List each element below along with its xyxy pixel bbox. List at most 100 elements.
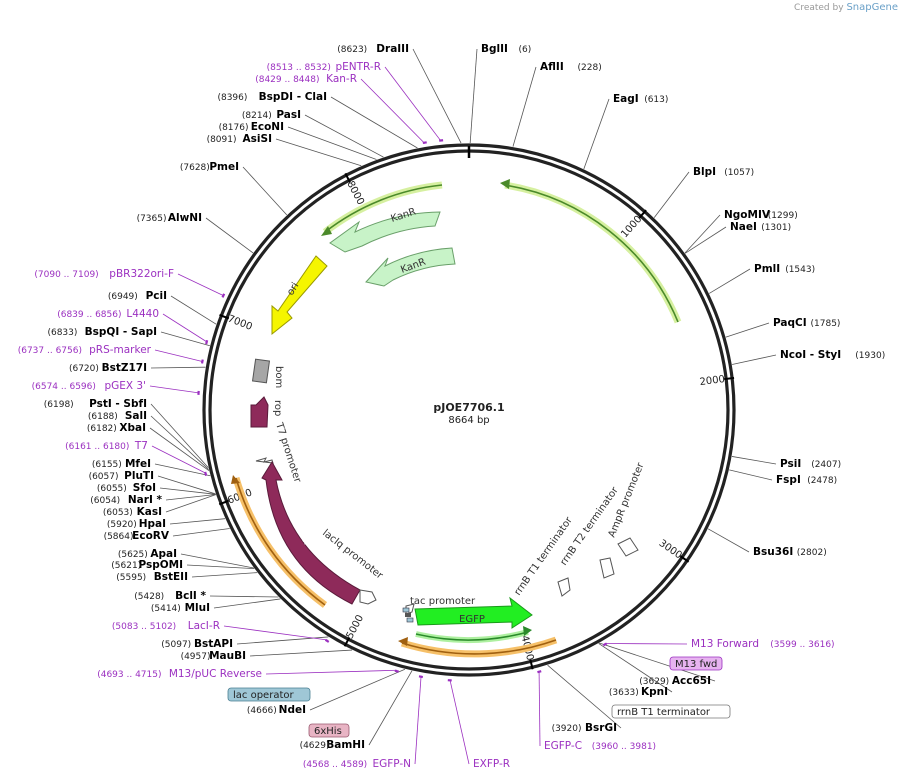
- egfp-label: EGFP: [459, 614, 485, 625]
- enzyme-site-ndei[interactable]: NdeI(4666): [247, 704, 306, 716]
- enzyme-site-pasi[interactable]: PasI(8214): [242, 109, 301, 121]
- laciq-promoter-feature[interactable]: [359, 589, 377, 605]
- enzyme-name: EcoRV: [132, 530, 170, 542]
- enzyme-site-aflii[interactable]: AflII(228): [540, 61, 602, 73]
- enzyme-name: HpaI: [139, 518, 166, 530]
- tick-mark: [218, 499, 229, 506]
- t7-promoter-feature[interactable]: [255, 457, 274, 464]
- label-leaders: [149, 48, 777, 765]
- plasmid-length: 8664 bp: [448, 415, 489, 426]
- primer-binding-mark: [537, 670, 542, 674]
- primer-pentr-r[interactable]: pENTR-R(8513 .. 8532): [267, 61, 381, 73]
- primer-laci-r[interactable]: LacI-R(5083 .. 5102): [112, 620, 220, 632]
- enzyme-site-xbai[interactable]: XbaI(6182): [87, 422, 146, 434]
- enzyme-position: (3920): [552, 724, 582, 734]
- primer-binding-mark: [394, 669, 399, 673]
- enzyme-site-mlui[interactable]: MluI(5414): [151, 602, 210, 614]
- enzyme-site-draiii[interactable]: DraIII(8623): [337, 43, 409, 55]
- enzyme-name: MauBI: [209, 650, 246, 662]
- primer-range: (7090 .. 7109): [34, 270, 98, 280]
- rop-feature[interactable]: [250, 396, 269, 428]
- boxed-label-m13-fwd[interactable]: M13 fwd: [669, 656, 723, 671]
- enzyme-site-asisi[interactable]: AsiSI(8091): [207, 133, 272, 145]
- enzyme-position: (3633): [609, 688, 639, 698]
- enzyme-site-pmli[interactable]: PmlI(1543): [754, 263, 815, 275]
- primer-binding-mark: [324, 638, 330, 643]
- enzyme-position: (6833): [47, 328, 77, 338]
- enzyme-site-econi[interactable]: EcoNI(8176): [219, 121, 284, 133]
- enzyme-site-bspqi-sapi[interactable]: BspQI - SapI(6833): [47, 326, 157, 338]
- primer-pbr322ori-f[interactable]: pBR322ori-F(7090 .. 7109): [34, 268, 174, 280]
- enzyme-site-maubi[interactable]: MauBI(4957): [181, 650, 246, 662]
- primer-m13-puc-reverse[interactable]: M13/pUC Reverse(4693 .. 4715): [97, 668, 262, 680]
- enzyme-site-psti-sbfi[interactable]: PstI - SbfI(6198): [44, 398, 147, 410]
- kanr-arc-arrowhead: [321, 226, 332, 236]
- enzyme-name: EcoNI: [251, 121, 284, 133]
- enzyme-site-psii[interactable]: PsiI(2407): [780, 458, 841, 470]
- boxed-label-lac-operator[interactable]: lac operator: [227, 687, 311, 702]
- primer-m13-forward[interactable]: M13 Forward(3599 .. 3616): [691, 638, 835, 650]
- enzyme-site-bspdi-clai[interactable]: BspDI - ClaI(8396): [217, 91, 327, 103]
- bom-feature[interactable]: [251, 358, 271, 384]
- enzyme-site-bstz17i[interactable]: BstZ17I(6720): [69, 362, 147, 374]
- enzyme-position: (6155): [92, 460, 122, 470]
- enzyme-site-pspomi[interactable]: PspOMI(5621): [111, 559, 183, 571]
- enzyme-site-apai[interactable]: ApaI(5625): [118, 548, 177, 560]
- enzyme-site-bstapi[interactable]: BstAPI(5097): [161, 638, 233, 650]
- enzyme-site-bsrgi[interactable]: BsrGI(3920): [552, 722, 617, 734]
- enzyme-name: BlpI: [693, 166, 716, 178]
- enzyme-site-pluti[interactable]: PluTI(6057): [89, 470, 154, 482]
- enzyme-position: (1301): [761, 223, 791, 233]
- rrnb-t2-feature[interactable]: [599, 557, 615, 579]
- enzyme-name: Acc65I: [672, 675, 711, 687]
- enzyme-site-alwni[interactable]: AlwNI(7365): [137, 212, 202, 224]
- enzyme-site-acc65i[interactable]: Acc65I(3629): [639, 675, 711, 687]
- enzyme-site-pcii[interactable]: PciI(6949): [108, 290, 167, 302]
- enzyme-site-kpni[interactable]: KpnI(3633): [609, 686, 668, 698]
- kanr-feature-inner[interactable]: [365, 247, 456, 287]
- enzyme-site-eagi[interactable]: EagI(613): [613, 93, 668, 105]
- enzyme-site-mfei[interactable]: MfeI(6155): [92, 458, 151, 470]
- enzyme-site-paqci[interactable]: PaqCI(1785): [773, 317, 840, 329]
- egfp-feature[interactable]: [414, 596, 533, 629]
- ori-feature[interactable]: [271, 255, 328, 336]
- enzyme-site-sali[interactable]: SalI(6188): [88, 410, 147, 422]
- enzyme-site-hpai[interactable]: HpaI(5920): [107, 518, 166, 530]
- enzyme-site-bcli[interactable]: BclI *(5428): [134, 590, 206, 602]
- enzyme-name: FspI: [776, 474, 801, 486]
- enzyme-site-ngomiv[interactable]: NgoMIV(1299): [724, 209, 798, 221]
- boxed-label-6xhis[interactable]: 6xHis: [308, 723, 350, 738]
- enzyme-site-bsteii[interactable]: BstEII(5595): [116, 571, 188, 583]
- boxed-label-rrnb-t1-terminator[interactable]: rrnB T1 terminator: [611, 704, 731, 719]
- primer-egfp-c[interactable]: EGFP-C(3960 .. 3981): [544, 740, 656, 752]
- primer-kan-r[interactable]: Kan-R(8429 .. 8448): [255, 73, 357, 85]
- kanr-feature-outer[interactable]: [329, 211, 441, 253]
- enzyme-site-nari[interactable]: NarI *(6054): [90, 494, 162, 506]
- enzyme-name: ApaI: [150, 548, 177, 560]
- ampr-promoter-feature[interactable]: [617, 537, 639, 557]
- primer-binding-mark: [602, 642, 608, 647]
- primer-exfp-r[interactable]: EXFP-R: [473, 758, 510, 770]
- enzyme-position: (5595): [116, 573, 146, 583]
- enzyme-site-blpi[interactable]: BlpI(1057): [693, 166, 754, 178]
- primer-egfp-n[interactable]: EGFP-N(4568 .. 4589): [303, 758, 411, 770]
- enzyme-site-bglii[interactable]: BglII(6): [481, 43, 531, 55]
- primer-t7[interactable]: T7(6161 .. 6180): [65, 440, 148, 452]
- primer-binding-mark: [418, 675, 424, 679]
- primer-prs-marker[interactable]: pRS-marker(6737 .. 6756): [18, 344, 152, 356]
- primer-range: (6574 .. 6596): [32, 382, 96, 392]
- enzyme-site-bsu36i[interactable]: Bsu36I(2802): [753, 546, 827, 558]
- enzyme-site-bamhi[interactable]: BamHI(4629): [300, 739, 365, 751]
- enzyme-site-naei[interactable]: NaeI(1301): [730, 221, 791, 233]
- enzyme-site-fspi[interactable]: FspI(2478): [776, 474, 837, 486]
- enzyme-site-ecorv[interactable]: EcoRV(5864): [104, 530, 170, 542]
- rrnb-t1-feature[interactable]: [557, 577, 571, 597]
- enzyme-name: PaqCI: [773, 317, 807, 329]
- enzyme-site-sfoi[interactable]: SfoI(6055): [97, 482, 156, 494]
- enzyme-site-ncoi-styi[interactable]: NcoI - StyI(1930): [780, 349, 885, 361]
- primer-l4440[interactable]: L4440(6839 .. 6856): [57, 308, 159, 320]
- enzyme-site-pmei[interactable]: PmeI(7628): [180, 161, 239, 173]
- enzyme-name: MfeI: [125, 458, 151, 470]
- primer-pgex-3[interactable]: pGEX 3'(6574 .. 6596): [32, 380, 146, 392]
- enzyme-site-kasi[interactable]: KasI(6053): [103, 506, 162, 518]
